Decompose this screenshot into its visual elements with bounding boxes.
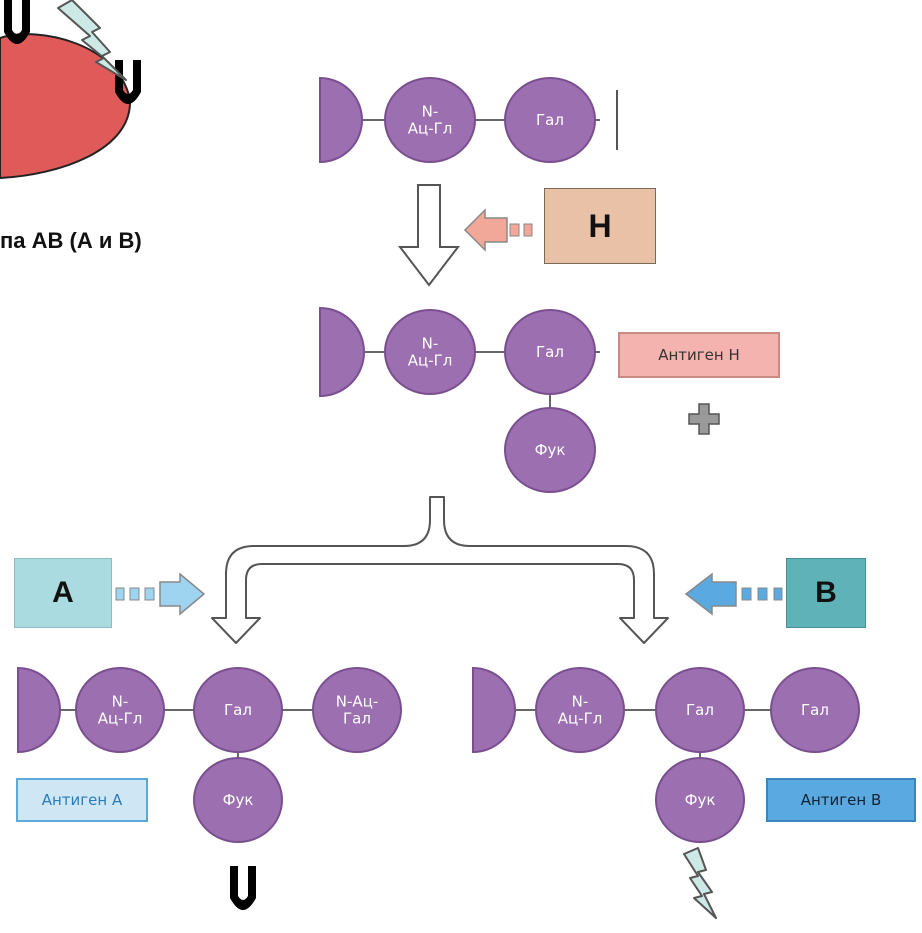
sugar-node: N-Ац-Гл <box>535 667 625 753</box>
enzyme-h-arrow <box>463 208 533 252</box>
antibody-icon <box>4 0 30 44</box>
antigen-h-label: Антиген Н <box>618 332 780 378</box>
sugar-label: Гал <box>536 111 564 129</box>
sugar-node: Гал <box>655 667 745 753</box>
top-chain: N-Ац-Гл Гал <box>319 76 618 164</box>
sugar-node: Фук <box>193 757 283 843</box>
carrier-shape <box>319 76 363 164</box>
enzyme-h-box: H <box>544 188 656 264</box>
lightning-icon <box>57 0 127 81</box>
sugar-node: Гал <box>504 309 596 395</box>
sugar-label: Фук <box>535 441 566 459</box>
plus-icon <box>688 403 720 435</box>
sugar-label: Гал <box>801 701 829 719</box>
enzyme-b-box: B <box>786 558 866 628</box>
sugar-node: Фук <box>504 407 596 493</box>
sugar-label: Гал <box>536 343 564 361</box>
red-blood-cell-icon <box>0 33 132 180</box>
sugar-node: N-Ац-Гл <box>75 667 165 753</box>
down-arrow <box>397 184 461 287</box>
sugar-label: N-Ац-Гал <box>336 693 379 728</box>
sugar-label: N-Ац-Гл <box>98 693 143 728</box>
sugar-node: Гал <box>504 77 596 163</box>
antigen-b-label: Антиген В <box>766 778 916 822</box>
enzyme-a-box: A <box>14 558 112 628</box>
sugar-node: Гал <box>193 667 283 753</box>
antigen-h-chain: N-Ац-Гл Гал Фук <box>319 306 600 493</box>
sugar-node: N-Ац-Гал <box>312 667 402 753</box>
sugar-label: Гал <box>686 701 714 719</box>
enzyme-a-arrow <box>115 572 206 616</box>
antibody-icon <box>115 60 141 104</box>
sugar-label: Фук <box>223 791 254 809</box>
antigen-a-chain: N-Ац-Гл Гал N-Ац-Гал Фук <box>17 666 402 843</box>
sugar-label: N-Ац-Гл <box>558 693 603 728</box>
sugar-node: N-Ац-Гл <box>384 309 476 395</box>
sugar-label: Фук <box>685 791 716 809</box>
blood-group-label: па АВ (А и В) <box>0 228 142 253</box>
antibody-icon <box>230 866 256 910</box>
sugar-label: N-Ац-Гл <box>408 335 453 370</box>
carrier-shape <box>472 666 516 754</box>
sugar-label: N-Ац-Гл <box>408 103 453 138</box>
antigen-a-label: Антиген А <box>16 778 148 822</box>
sugar-node: N-Ац-Гл <box>384 77 476 163</box>
sugar-node: Фук <box>655 757 745 843</box>
sugar-node: Гал <box>770 667 860 753</box>
lightning-icon <box>683 847 717 919</box>
carrier-shape <box>17 666 61 754</box>
antigen-b-chain: N-Ац-Гл Гал Гал Фук <box>472 666 860 843</box>
branch-arrow <box>211 496 669 644</box>
carrier-shape <box>319 306 365 398</box>
sugar-label: Гал <box>224 701 252 719</box>
enzyme-b-arrow <box>684 572 783 616</box>
